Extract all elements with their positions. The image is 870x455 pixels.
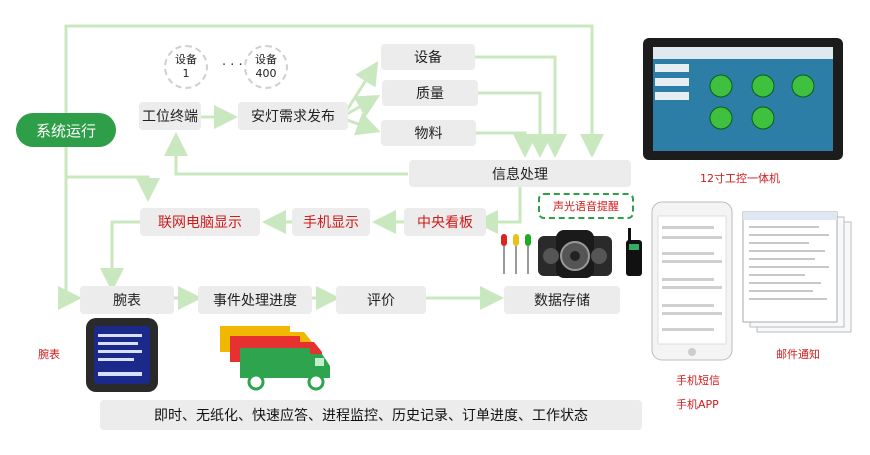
app-label: 手机APP [676, 398, 719, 411]
device-400-node: 设备 400 [244, 45, 288, 89]
device-1-label: 设备 [175, 53, 197, 66]
watch-image [86, 318, 158, 392]
speaker-image [538, 230, 612, 278]
panel-pc-image [643, 38, 843, 160]
system-run-node: 系统运行 [16, 113, 116, 147]
device-400-label: 设备 [255, 53, 277, 66]
device-1-number: 1 [182, 67, 190, 80]
benefits-bar: 即时、无纸化、快速应答、进程监控、历史记录、订单进度、工作状态 [100, 400, 642, 430]
material-node: 物料 [381, 120, 476, 146]
pc-display-node: 联网电脑显示 [140, 208, 260, 236]
progress-node: 事件处理进度 [198, 286, 312, 314]
sms-label: 手机短信 [676, 374, 720, 387]
device-ellipsis: · · · [222, 58, 243, 73]
info-processing-node: 信息处理 [409, 160, 631, 187]
trucks-image [220, 326, 330, 391]
device-1-node: 设备 1 [164, 45, 208, 89]
terminal-node: 工位终端 [139, 102, 201, 130]
device-400-number: 400 [255, 67, 277, 80]
radio-image [626, 228, 642, 276]
storage-node: 数据存储 [504, 286, 620, 314]
mail-label: 邮件通知 [776, 348, 820, 361]
mobile-display-node: 手机显示 [292, 208, 370, 236]
signal-light-image [501, 234, 531, 274]
quality-node: 质量 [382, 80, 478, 106]
mail-image [742, 211, 852, 333]
central-board-node: 中央看板 [404, 208, 486, 236]
equipment-node: 设备 [381, 44, 475, 70]
alarm-reminder-node: 声光语音提醒 [538, 193, 634, 219]
watch-node: 腕表 [80, 286, 174, 314]
evaluate-node: 评价 [336, 286, 426, 314]
phone-image [651, 201, 733, 361]
panel-pc-label: 12寸工控一体机 [700, 172, 780, 185]
andon-node: 安灯需求发布 [238, 102, 348, 130]
watch-label: 腕表 [38, 348, 60, 361]
